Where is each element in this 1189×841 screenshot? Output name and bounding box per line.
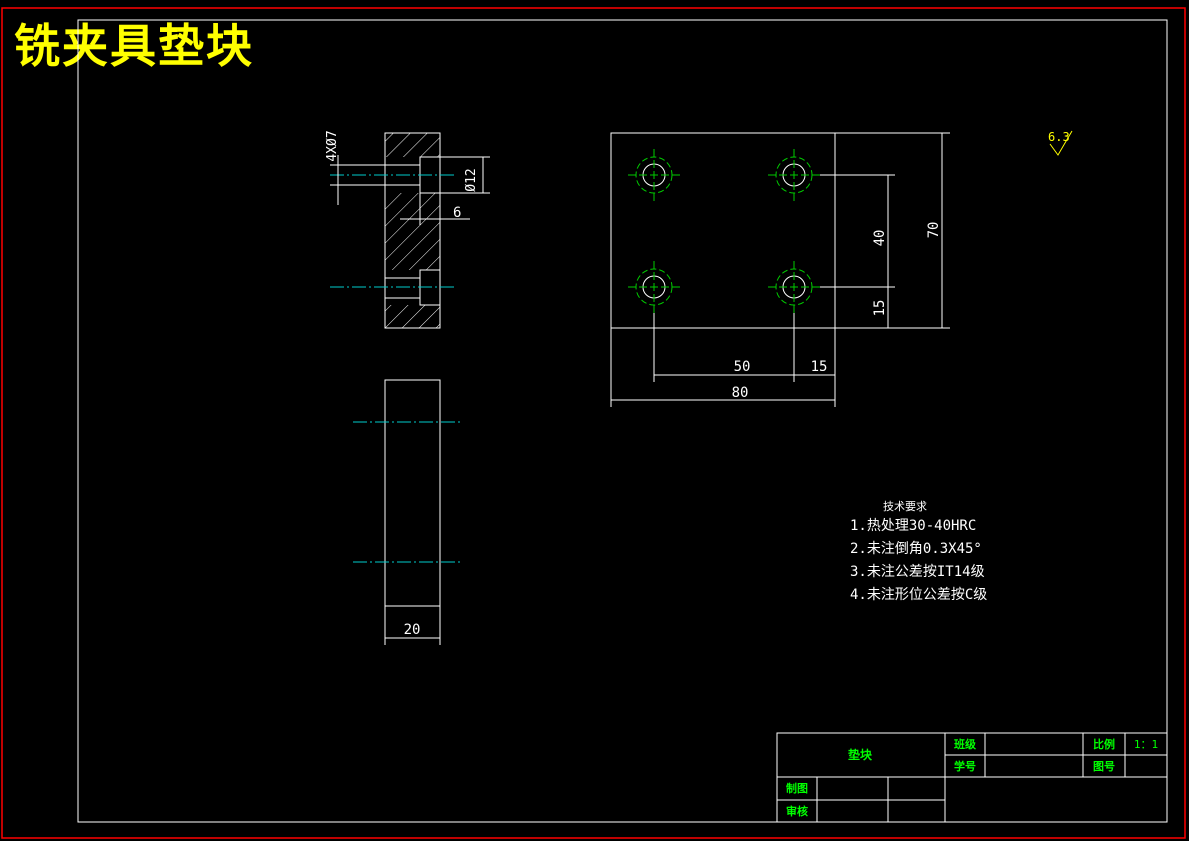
hole-br: [768, 261, 820, 313]
dim-spacing-x: 50: [734, 359, 751, 375]
dim-width: 80: [732, 385, 749, 401]
section-dimensions: [330, 155, 490, 225]
dim-edge-y: 15: [872, 300, 888, 317]
hole-bottom: [384, 277, 421, 299]
hole-tr: [768, 149, 820, 201]
dim-thickness: 20: [404, 622, 421, 638]
plan-holes: [628, 149, 820, 313]
side-view: [384, 379, 441, 645]
tech-heading: 技术要求: [883, 500, 927, 513]
dim-holes: 4XØ7: [325, 130, 340, 161]
plan-outline: [610, 132, 836, 329]
hole-tl: [628, 149, 680, 201]
section-view: [384, 132, 441, 329]
tb-drawn-by-label: 制图: [786, 781, 808, 795]
section-hatch: [385, 133, 440, 328]
tech-item-1: 1.热处理30-40HRC: [850, 518, 976, 534]
tb-reviewed-by-label: 审核: [786, 804, 808, 818]
side-centerlines: [353, 421, 462, 563]
dim-edge-x: 15: [811, 359, 828, 375]
drawing-title: 铣夹具垫块: [14, 19, 254, 73]
tb-class-label: 班级: [954, 737, 977, 751]
tech-item-2: 2.未注倒角0.3X45°: [850, 541, 982, 557]
tech-item-4: 4.未注形位公差按C级: [850, 587, 987, 603]
dim-spacing-y: 40: [872, 230, 888, 247]
section-outline: [384, 132, 441, 329]
tb-student-id-label: 学号: [954, 759, 976, 773]
title-block: [776, 732, 1168, 823]
plan-view: [610, 132, 836, 329]
tech-item-3: 3.未注公差按IT14级: [850, 564, 985, 580]
tb-scale-label: 比例: [1093, 737, 1115, 751]
plan-dimensions: [610, 132, 950, 407]
tb-part-name: 垫块: [848, 747, 873, 762]
drawing-frame: [77, 19, 1168, 823]
tb-scale-value: 1：1: [1134, 738, 1158, 751]
hole-bl: [628, 261, 680, 313]
dim-counterbore-depth: 6: [453, 205, 461, 221]
section-centerlines: [330, 174, 455, 288]
sheet-border: [1, 7, 1186, 839]
roughness-symbol: [1049, 130, 1073, 156]
dim-height: 70: [926, 222, 942, 239]
dim-counterbore-dia: Ø12: [464, 168, 479, 191]
side-outline: [384, 379, 441, 607]
roughness-value: 6.3: [1048, 130, 1070, 144]
tb-drawing-no-label: 图号: [1093, 760, 1115, 773]
